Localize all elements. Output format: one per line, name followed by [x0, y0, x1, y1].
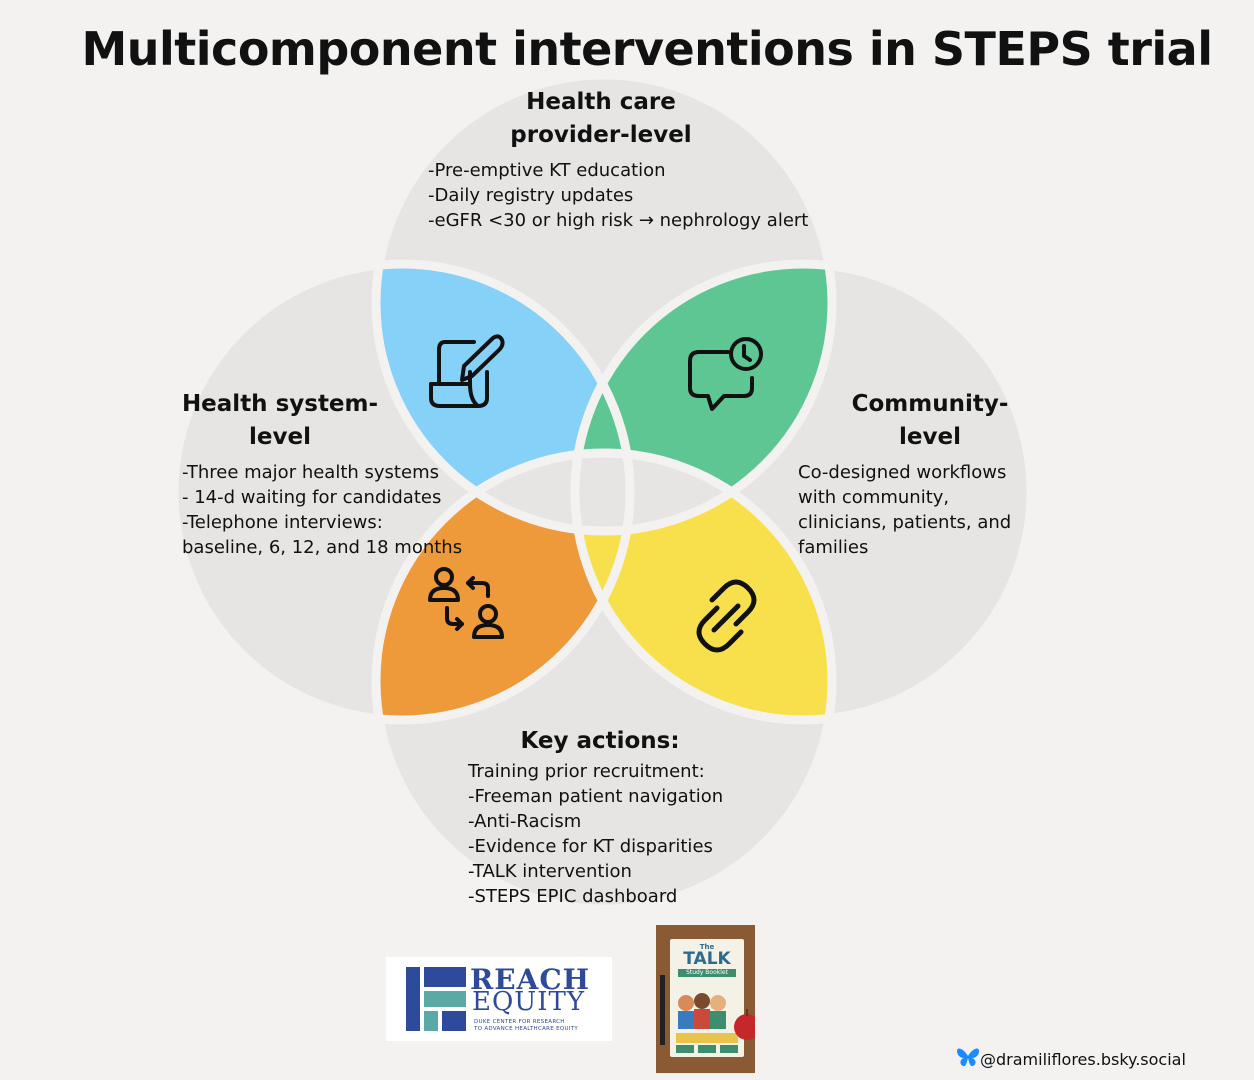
provider-heading: Health care provider-level: [460, 86, 742, 152]
list-item: -Anti-Racism: [468, 811, 582, 832]
booklet-title: TALK: [683, 949, 731, 969]
reach-equity-logo: REACH EQUITY DUKE CENTER FOR RESEARCH TO…: [386, 957, 612, 1041]
community-heading: Community- level: [840, 388, 1020, 454]
page-title: Multicomponent interventions in STEPS tr…: [81, 22, 1213, 76]
list-item: baseline, 6, 12, and 18 months: [182, 537, 463, 558]
talk-booklet-image: The TALK Study Booklet: [656, 925, 755, 1073]
list-item: -Daily registry updates: [428, 185, 634, 206]
list-item: with community,: [798, 487, 950, 508]
logo-sub1: DUKE CENTER FOR RESEARCH: [474, 1019, 565, 1025]
system-list: -Three major health systems - 14-d waiti…: [182, 460, 462, 560]
logo-line2: EQUITY: [472, 987, 585, 1017]
booklet-cover: The TALK Study Booklet: [670, 939, 744, 1057]
provider-heading-line1: Health care: [526, 89, 676, 115]
booklet-subtitle: Study Booklet: [678, 969, 736, 977]
community-heading-line1: Community-: [851, 391, 1009, 417]
system-heading-line2: level: [249, 424, 311, 450]
list-item: -Pre-emptive KT education: [428, 160, 666, 181]
butterfly-icon: [957, 1048, 979, 1067]
apple-icon: [734, 1009, 755, 1040]
list-item: -Three major health systems: [182, 462, 439, 483]
list-item: - 14-d waiting for candidates: [182, 487, 442, 508]
author-credit: @dramiliflores.bsky.social: [980, 1050, 1186, 1069]
circle-outlines: [169, 70, 1036, 914]
provider-list: -Pre-emptive KT education -Daily registr…: [428, 158, 808, 233]
list-item: Co-designed workflows: [798, 462, 1007, 483]
list-item: -STEPS EPIC dashboard: [468, 886, 678, 907]
people-exchange-icon: [428, 567, 504, 639]
logo-line1: REACH: [470, 963, 591, 996]
pen-icon: [660, 975, 665, 1045]
list-item: clinicians, patients, and: [798, 512, 1012, 533]
community-heading-line2: level: [899, 424, 961, 450]
link-icon: [696, 579, 757, 653]
provider-heading-line2: provider-level: [510, 122, 692, 148]
list-item: -TALK intervention: [468, 861, 632, 882]
list-item: -eGFR <30 or high risk → nephrology aler…: [428, 210, 809, 231]
booklet-illustration-icon: [676, 993, 738, 1053]
system-heading: Health system- level: [180, 388, 380, 454]
document-edit-icon: [429, 334, 505, 408]
system-heading-line1: Health system-: [181, 391, 379, 417]
list-item: Training prior recruitment:: [468, 761, 705, 782]
actions-heading: Key actions:: [520, 728, 680, 754]
list-item: -Telephone interviews:: [182, 512, 383, 533]
list-item: families: [798, 537, 869, 558]
booklet-the: The: [699, 943, 715, 951]
logo-subtitle: DUKE CENTER FOR RESEARCH TO ADVANCE HEAL…: [474, 1019, 578, 1033]
list-item: -Evidence for KT disparities: [468, 836, 713, 857]
logo-sub2: TO ADVANCE HEALTHCARE EQUITY: [474, 1026, 579, 1032]
logo-bars-icon: [406, 967, 466, 1031]
community-list: Co-designed workflows with community, cl…: [798, 460, 1011, 560]
chat-clock-icon: [688, 337, 763, 411]
list-item: -Freeman patient navigation: [468, 786, 724, 807]
actions-list: Training prior recruitment: -Freeman pat…: [468, 759, 723, 909]
